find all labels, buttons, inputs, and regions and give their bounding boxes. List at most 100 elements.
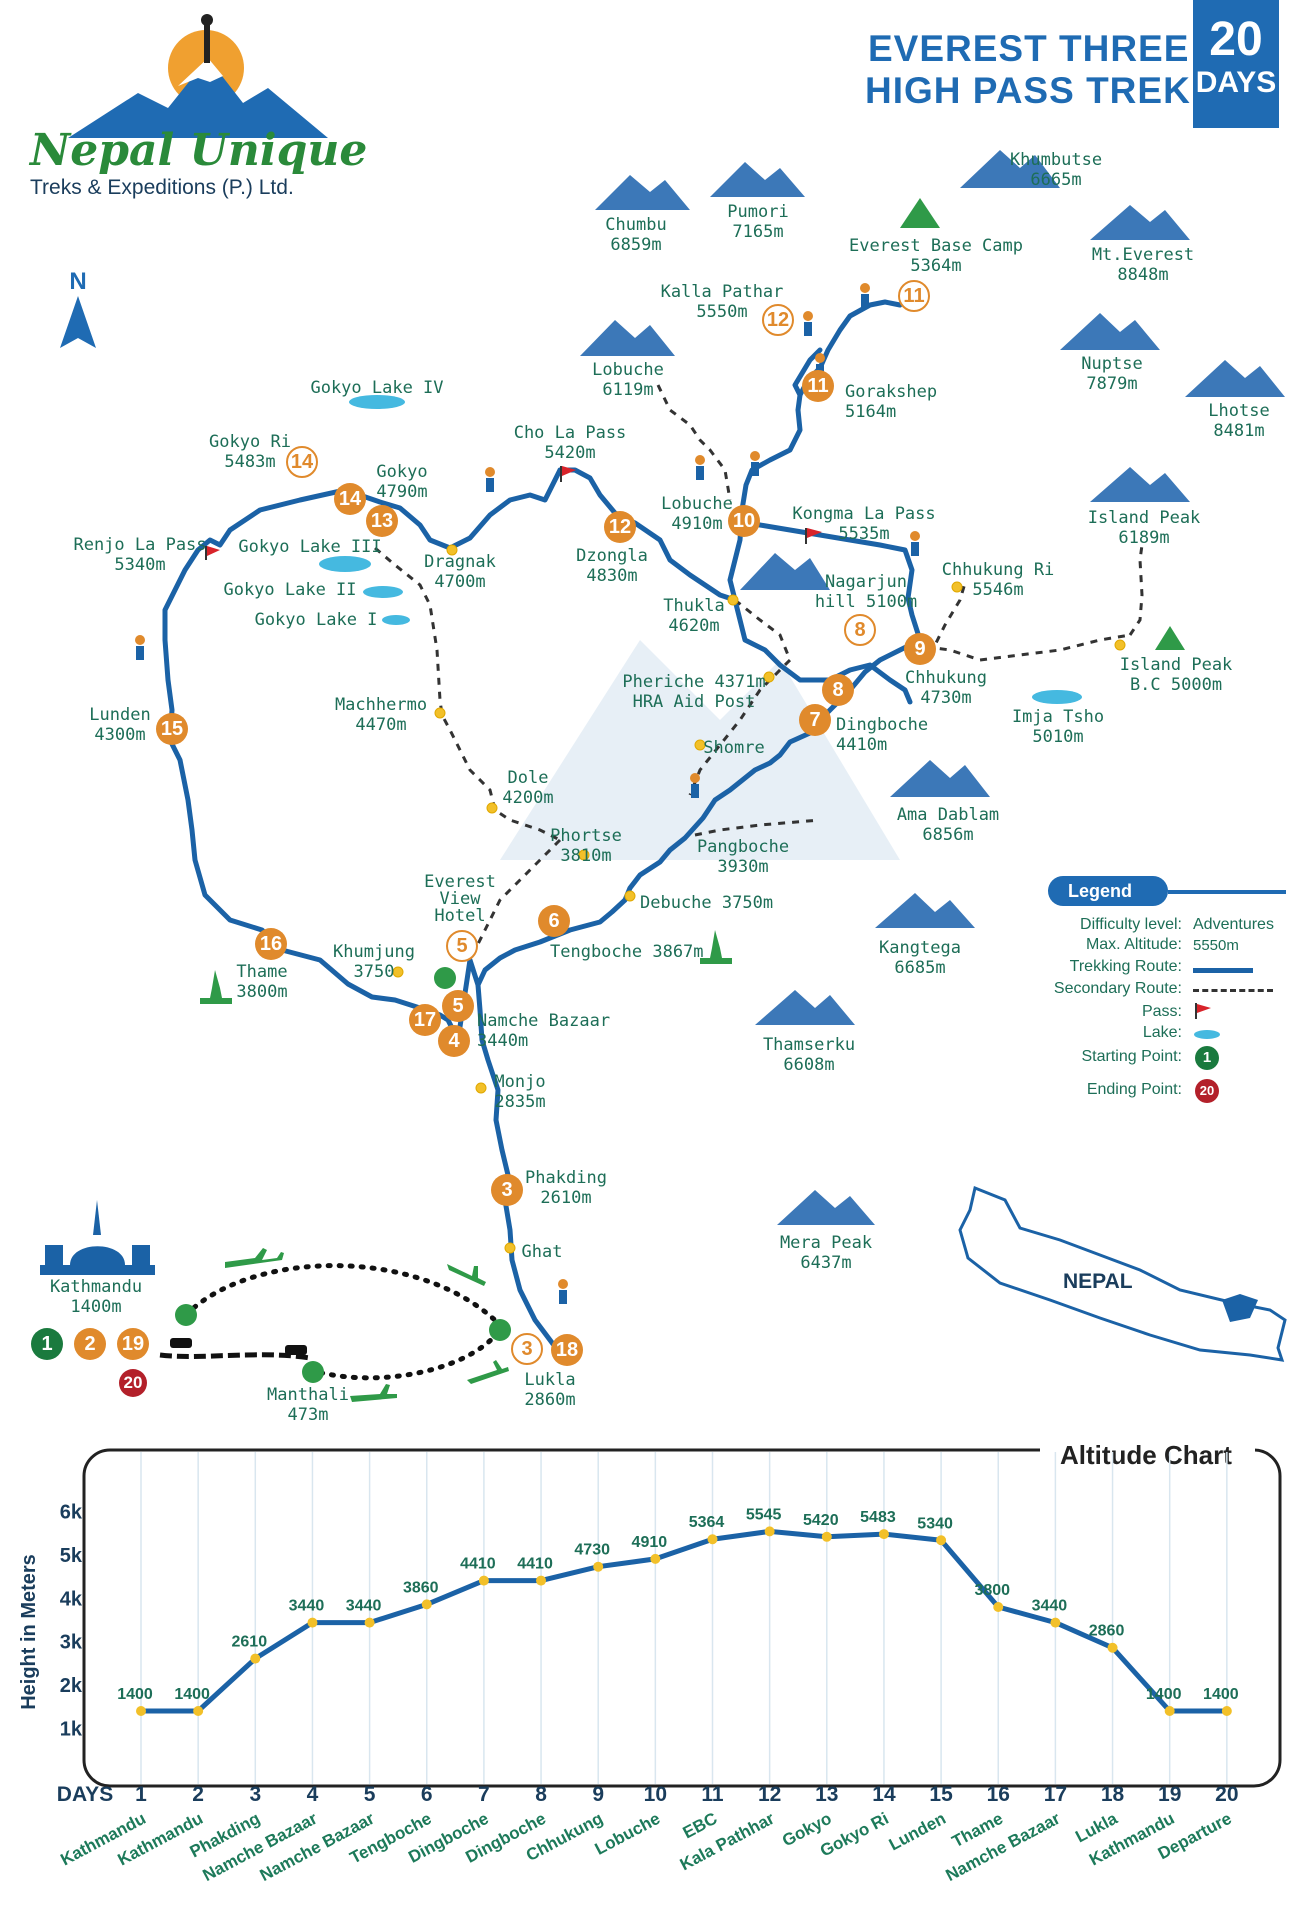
- day-badge-11-outline: 11: [898, 280, 930, 312]
- place-tengboche: Tengboche 3867m: [550, 942, 704, 962]
- peak-kangtega-icon: [875, 893, 975, 928]
- day-tick-label: 2: [192, 1783, 204, 1806]
- data-point: [1107, 1642, 1118, 1653]
- place-gokyo-lake3: Gokyo Lake III: [238, 537, 382, 557]
- mountain-logo-icon: [68, 14, 328, 138]
- day-tick-label: 6: [421, 1783, 433, 1806]
- waypoint-dot: [578, 849, 590, 861]
- waypoint-dot: [446, 544, 458, 556]
- data-point: [250, 1653, 261, 1664]
- lake-icon: [349, 395, 405, 409]
- waypoint-dot: [1114, 639, 1126, 651]
- north-arrow: N: [58, 268, 98, 348]
- chart-points: [136, 1526, 1232, 1716]
- tent-icon: [1155, 626, 1185, 650]
- data-label: 5340: [917, 1515, 953, 1532]
- stupa-icon: [200, 970, 232, 1004]
- hiker-icon: [558, 1279, 568, 1304]
- legend-secondary-line: [1193, 989, 1273, 992]
- data-label: 3800: [974, 1582, 1010, 1599]
- legend-key-secondary: Secondary Route:: [1053, 980, 1182, 997]
- legend-key-lake: Lake:: [1142, 1024, 1182, 1041]
- legend-trekking-line: [1193, 968, 1253, 973]
- day-badge-16: 16: [255, 928, 287, 960]
- data-label: 5545: [746, 1506, 782, 1523]
- day-badge-20-end: 20: [119, 1369, 147, 1397]
- data-label: 2860: [1089, 1623, 1125, 1640]
- airplane-icon: [225, 1248, 284, 1268]
- peak-amadablam-icon: [890, 760, 990, 797]
- place-gokyo-lake1: Gokyo Lake I: [254, 610, 378, 630]
- day-badge-7: 7: [799, 704, 831, 736]
- day-tick-label: 3: [249, 1783, 261, 1806]
- waypoint-dot: [763, 671, 775, 683]
- day-tick-label: 19: [1158, 1783, 1181, 1806]
- place-shomre: Shomre: [703, 738, 765, 758]
- waypoint-dot: [951, 581, 963, 593]
- chart-frame: [82, 1448, 1282, 1788]
- day-badge-11: 11: [802, 370, 834, 402]
- waypoint-dot: [486, 802, 498, 814]
- peak-nagarjun-icon: [740, 553, 830, 590]
- day-tick-label: 20: [1215, 1783, 1238, 1806]
- airport-icon: [489, 1319, 511, 1341]
- legend-title: Legend: [1048, 876, 1168, 906]
- peak-everest-icon: [1090, 205, 1190, 240]
- legend-key-altitude: Max. Altitude:: [1085, 936, 1182, 953]
- data-label: 4410: [460, 1556, 496, 1573]
- day-badge-3-outline: 3: [511, 1333, 543, 1365]
- y-tick-label: 3k: [60, 1632, 83, 1654]
- data-point: [650, 1553, 661, 1564]
- hiker-icon: [135, 635, 145, 660]
- pass-flag-icon: [205, 546, 220, 560]
- data-point: [536, 1575, 547, 1586]
- day-tick-label: 13: [815, 1783, 838, 1806]
- data-label: 5420: [803, 1512, 839, 1529]
- pass-flag-icon: [1195, 1003, 1211, 1019]
- data-label: 1400: [117, 1686, 153, 1703]
- data-label: 4730: [574, 1542, 610, 1559]
- day-badge-15: 15: [156, 713, 188, 745]
- peak-chumbu-icon: [595, 175, 690, 210]
- car-icon: [285, 1345, 307, 1355]
- stupa-icon: [700, 930, 732, 964]
- tent-icon: [900, 198, 940, 228]
- data-label: 1400: [1203, 1686, 1239, 1703]
- north-arrow-icon: [60, 296, 96, 348]
- data-label: 1400: [174, 1686, 210, 1703]
- lake-icon: [319, 556, 371, 572]
- day-badge-5: 5: [442, 990, 474, 1022]
- legend-title-bar: [1168, 890, 1286, 894]
- waypoint-dots: [392, 544, 1126, 1254]
- hiker-icon: [750, 451, 760, 476]
- nepal-inset-map: [958, 1185, 1287, 1362]
- peak-pumori-icon: [710, 162, 805, 197]
- altitude-chart: Altitude Chart Height in Meters DAYS 1k2…: [18, 1430, 1282, 1885]
- place-ghat: Ghat: [521, 1242, 563, 1262]
- day-badge-13: 13: [366, 505, 398, 537]
- lake-icons: [319, 395, 1082, 704]
- y-tick-label: 4k: [60, 1588, 83, 1610]
- lake-icon: [1194, 1030, 1220, 1039]
- day-badge-10: 10: [728, 505, 760, 537]
- place-tick-label: Lobuche: [592, 1809, 663, 1859]
- day-tick-label: 18: [1101, 1783, 1125, 1806]
